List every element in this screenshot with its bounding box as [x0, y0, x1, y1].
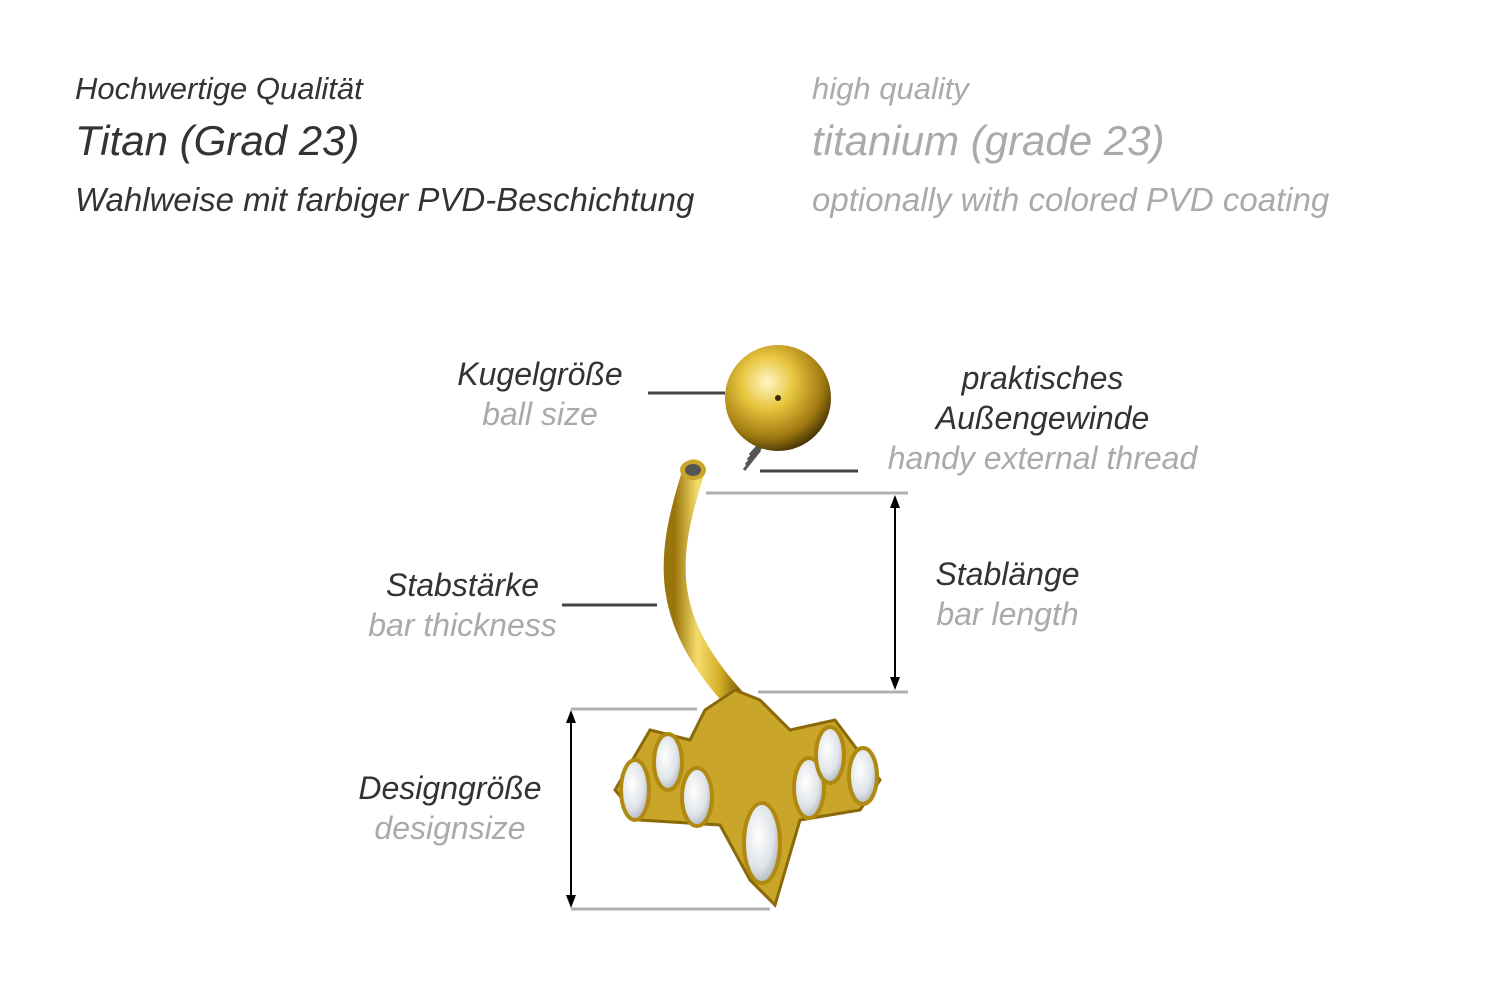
- bar-length-label: Stablänge bar length: [935, 556, 1080, 632]
- quality-de: Hochwertige Qualität: [75, 71, 363, 106]
- bar-length-dimension: [706, 491, 908, 694]
- bar-thickness-label: Stabstärke bar thickness: [368, 567, 557, 643]
- ball-size-label: Kugelgröße ball size: [457, 356, 623, 432]
- coating-en: optionally with colored PVD coating: [812, 181, 1330, 218]
- design-icon: [613, 688, 882, 908]
- thread-label: praktisches Außengewinde handy external …: [887, 360, 1198, 476]
- quality-en: high quality: [812, 71, 969, 106]
- coating-de: Wahlweise mit farbiger PVD-Beschichtung: [75, 181, 695, 218]
- ball-icon: [725, 345, 831, 471]
- design-size-dimension: [566, 707, 770, 911]
- material-de: Titan (Grad 23): [75, 117, 360, 164]
- bar-icon: [663, 459, 751, 716]
- design-size-label: Designgröße designsize: [358, 770, 542, 846]
- material-en: titanium (grade 23): [812, 117, 1165, 164]
